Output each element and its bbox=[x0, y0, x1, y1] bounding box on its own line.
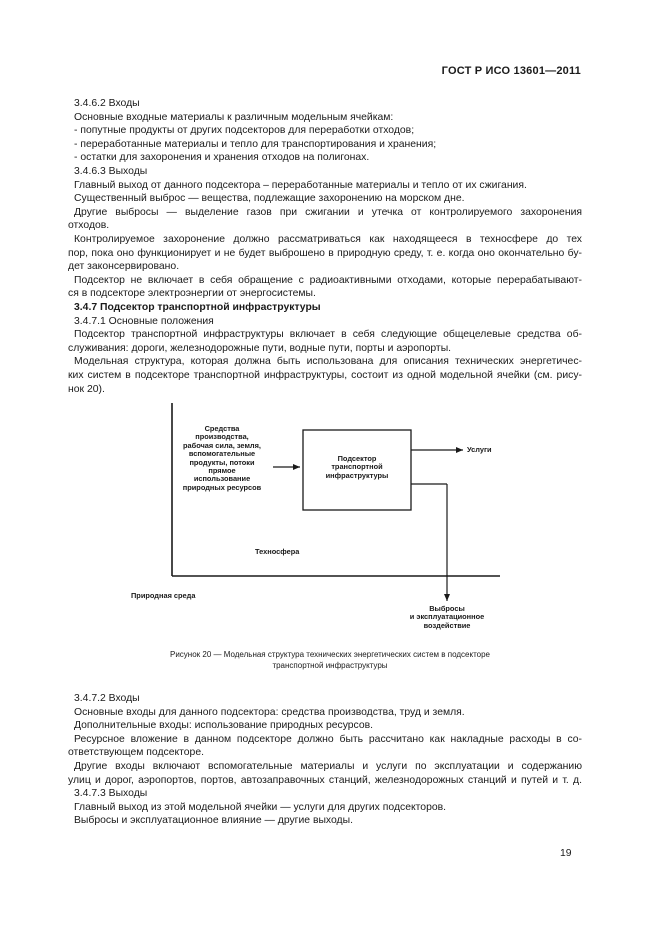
heading-3-4-7: 3.4.7 Подсектор транспортной инфраструкт… bbox=[74, 302, 321, 313]
paragraph: Главный выход от данного подсектора – пе… bbox=[74, 179, 527, 191]
figure-caption-line: транспортной инфраструктуры bbox=[272, 661, 388, 670]
heading-3-4-7-1: 3.4.7.1 Основные положения bbox=[74, 315, 214, 327]
paragraph-line: Подсектор не включает в себя обращение с… bbox=[74, 274, 582, 286]
paragraph-line: улиц и дорог, аэропортов, портов, автоза… bbox=[68, 774, 582, 786]
heading-inputs-3-4-6-2: 3.4.6.2 Входы bbox=[74, 98, 140, 109]
inputs-label-line: производства, bbox=[195, 432, 249, 442]
paragraph-line: нок 20). bbox=[68, 383, 105, 395]
emissions-label: Выбросы и эксплуатационное воздействие bbox=[392, 604, 502, 630]
inputs-label-line: Средства bbox=[204, 424, 240, 433]
paragraph: Существенный выброс — вещества, подлежащ… bbox=[74, 193, 465, 205]
output-services-label: Услуги bbox=[467, 445, 492, 454]
inputs-label-line: природных ресурсов bbox=[182, 482, 262, 492]
paragraph-line: Модельная структура, которая должна быть… bbox=[74, 356, 582, 368]
emissions-label-line: и эксплуатационное bbox=[409, 612, 485, 622]
inputs-label-line: продукты, потоки bbox=[189, 457, 255, 467]
paragraph-line: дет законсервировано. bbox=[68, 261, 180, 273]
paragraph-line: отходов. bbox=[68, 220, 110, 232]
paragraph-line: Другие входы включают вспомогательные ма… bbox=[74, 760, 582, 772]
paragraph-line: ответствующем подсекторе. bbox=[68, 747, 205, 759]
list-item: - переработанные материалы и тепло для т… bbox=[74, 138, 437, 150]
heading-outputs-3-4-7-3: 3.4.7.3 Выходы bbox=[74, 788, 148, 800]
paragraph-line: ких систем в подсекторе транспортной инф… bbox=[68, 369, 582, 381]
paragraph-line: пор, пока оно функционирует и не будет в… bbox=[68, 247, 582, 259]
paragraph: Основные входные материалы к различным м… bbox=[74, 111, 394, 123]
paragraph-line: Ресурсное вложение в данном подсекторе д… bbox=[74, 733, 582, 745]
emissions-label-line: Выбросы bbox=[429, 604, 465, 613]
page-number: 19 bbox=[560, 848, 572, 859]
figure-caption-line: Рисунок 20 — Модельная структура техниче… bbox=[169, 650, 490, 659]
inputs-label: Средства производства, рабочая сила, зем… bbox=[172, 424, 272, 492]
paragraph: Дополнительные входы: использование прир… bbox=[74, 720, 374, 732]
box-label-line: транспортной bbox=[331, 462, 383, 472]
box-label: Подсектор транспортной инфраструктуры bbox=[303, 454, 411, 480]
list-item: - попутные продукты от других подсекторо… bbox=[74, 125, 415, 137]
nature-label: Природная среда bbox=[131, 591, 196, 600]
list-item: - остатки для захоронения и хранения отх… bbox=[74, 152, 370, 164]
paragraph-line: Другие выбросы — выделение газов при сжи… bbox=[74, 206, 582, 218]
technosphere-label: Техносфера bbox=[255, 547, 300, 556]
inputs-label-line: рабочая сила, земля, bbox=[183, 440, 261, 450]
box-label-line: Подсектор bbox=[337, 454, 377, 463]
paragraph-line: ся в подсекторе электроэнергии от энерго… bbox=[68, 288, 316, 300]
section-3-4-6-text: 3.4.6.2 Входы Основные входные материалы… bbox=[68, 97, 582, 301]
paragraph: Главный выход из этой модельной ячейки —… bbox=[74, 801, 447, 813]
heading-inputs-3-4-7-2: 3.4.7.2 Входы bbox=[74, 693, 140, 704]
section-3-4-7-text: 3.4.7 Подсектор транспортной инфраструкт… bbox=[68, 301, 582, 396]
inputs-label-line: вспомогательные bbox=[188, 449, 256, 459]
inputs-label-line: использование bbox=[193, 474, 251, 484]
paragraph: Выбросы и эксплуатационное влияние — дру… bbox=[74, 815, 353, 827]
paragraph-line: Подсектор транспортной инфраструктуры вк… bbox=[74, 329, 582, 341]
paragraph-line: Контролируемое захоронение должно рассма… bbox=[74, 233, 582, 245]
document-header: ГОСТ Р ИСО 13601—2011 bbox=[441, 65, 581, 77]
paragraph: Основные входы для данного подсектора: с… bbox=[74, 706, 465, 718]
paragraph-line: служивания: дороги, железнодорожные пути… bbox=[68, 342, 452, 354]
figure-caption: Рисунок 20 — Модельная структура техниче… bbox=[70, 649, 590, 671]
heading-outputs-3-4-6-3: 3.4.6.3 Выходы bbox=[74, 165, 148, 177]
inputs-label-line: прямое bbox=[208, 466, 236, 476]
box-label-line: инфраструктуры bbox=[325, 470, 389, 480]
emissions-label-line: воздействие bbox=[423, 620, 471, 630]
section-3-4-7-2-text: 3.4.7.2 Входы Основные входы для данного… bbox=[68, 692, 582, 828]
